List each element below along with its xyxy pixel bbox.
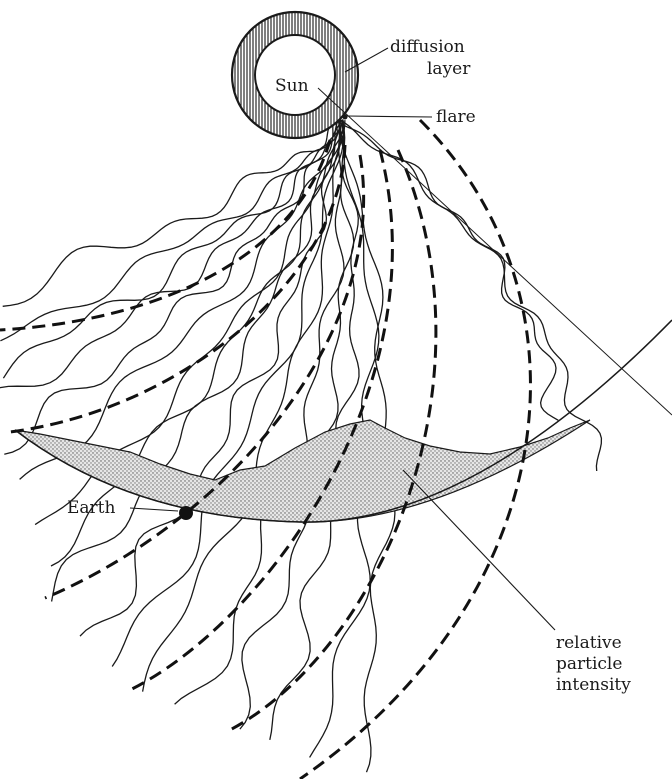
leader-earth <box>130 508 178 511</box>
earth-marker <box>179 506 193 520</box>
leader-flare <box>347 116 432 117</box>
wavy-trajectory-13 <box>175 120 344 705</box>
intensity-label-line3: intensity <box>556 675 631 695</box>
intensity-label-line2: particle <box>556 654 622 674</box>
wavy-trajectory-18 <box>339 123 559 421</box>
sun-label: Sun <box>275 76 309 96</box>
diffusion-label-line2: layer <box>427 59 471 79</box>
leader-intensity <box>403 470 555 630</box>
flare-point <box>343 115 348 120</box>
intensity-label-line1: relative <box>556 633 622 653</box>
sun-earth-line <box>318 88 672 415</box>
wavy-trajectory-3 <box>3 118 337 378</box>
wavy-trajectory-2 <box>0 119 337 341</box>
earth-label: Earth <box>67 498 116 518</box>
wavy-trajectory-12 <box>143 120 345 692</box>
diffusion-label-line1: diffusion <box>390 37 465 57</box>
sun-disk <box>255 35 335 115</box>
flare-label: flare <box>436 107 476 127</box>
